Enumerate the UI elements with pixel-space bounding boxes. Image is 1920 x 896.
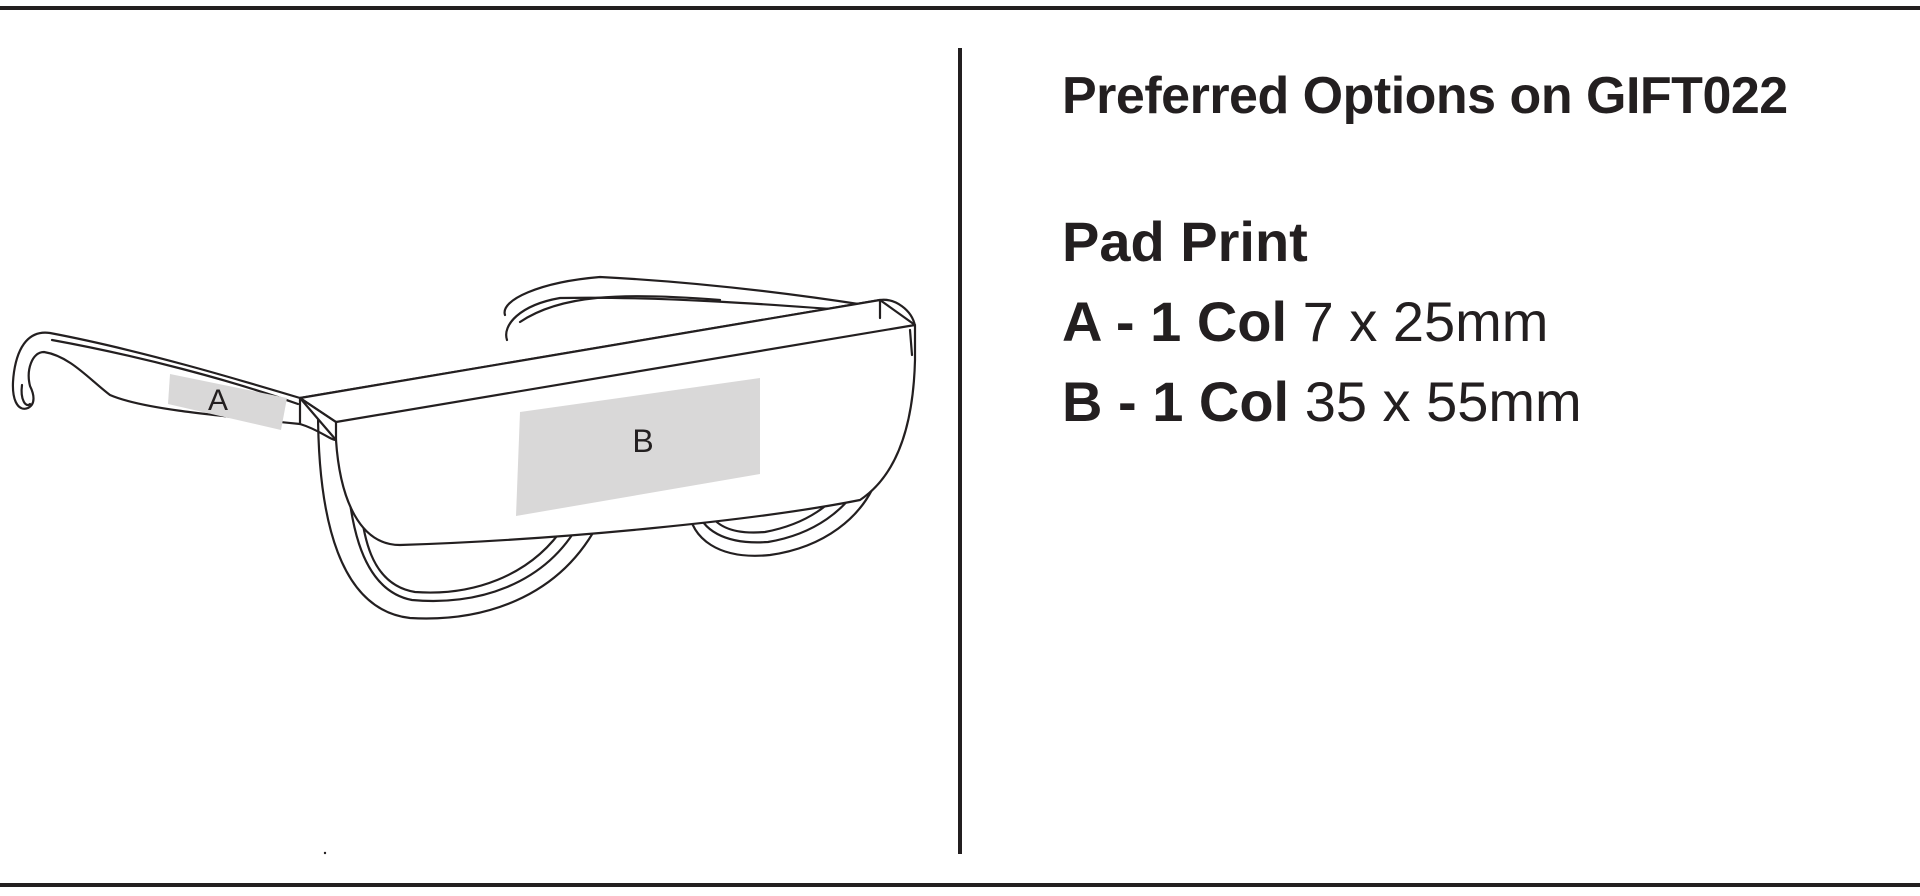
option-b-size: 35 x 55mm bbox=[1304, 370, 1582, 433]
vertical-divider bbox=[958, 48, 962, 854]
print-area-b: B bbox=[516, 378, 760, 516]
page-title: Preferred Options on GIFT022 bbox=[1062, 67, 1788, 125]
option-a-size: 7 x 25mm bbox=[1302, 290, 1549, 353]
top-rule bbox=[0, 6, 1920, 10]
option-a: A - 1 Col 7 x 25mm bbox=[1062, 282, 1902, 362]
stray-dot bbox=[323, 851, 327, 855]
print-area-b-label: B bbox=[632, 423, 653, 459]
option-b: B - 1 Col 35 x 55mm bbox=[1062, 362, 1902, 442]
option-b-label: B - 1 Col bbox=[1062, 370, 1290, 433]
bottom-rule bbox=[0, 883, 1920, 887]
back-temple-arm bbox=[503, 275, 872, 342]
option-a-label: A - 1 Col bbox=[1062, 290, 1288, 353]
print-area-a: A bbox=[168, 374, 287, 430]
print-area-a-label: A bbox=[208, 384, 228, 417]
sunglasses-illustration: A B bbox=[11, 275, 917, 855]
print-method: Pad Print bbox=[1062, 210, 1308, 273]
print-options-panel: Preferred Options on GIFT022 Pad Print A… bbox=[1062, 60, 1902, 442]
